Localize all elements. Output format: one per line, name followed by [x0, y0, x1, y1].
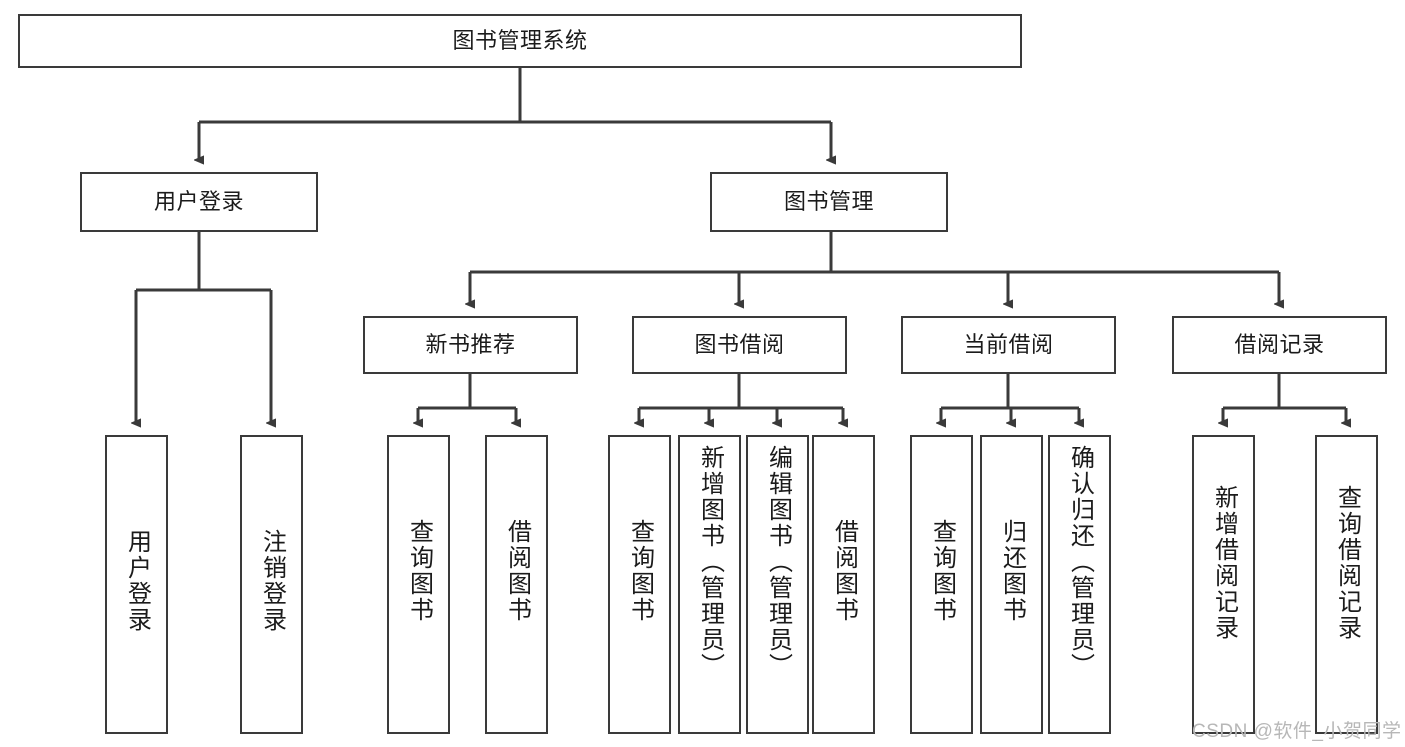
leaf-add-borrow-record-label: 新增借阅记录	[1210, 485, 1238, 641]
leaf-add-book-admin-label: 新增图书（管理员）	[696, 445, 724, 679]
leaf-query-book-1-label: 查询图书	[405, 519, 433, 623]
leaf-confirm-return-admin-label: 确认归还（管理员）	[1066, 445, 1094, 679]
node-current-borrow-label: 当前借阅	[963, 332, 1054, 358]
leaf-query-book-2[interactable]: 查询图书	[608, 435, 671, 734]
leaf-borrow-book-2-label: 借阅图书	[830, 519, 858, 623]
leaf-query-book-3-label: 查询图书	[928, 519, 956, 623]
leaf-logout-label: 注销登录	[258, 529, 286, 633]
node-new-book-recommend-label: 新书推荐	[425, 332, 516, 358]
leaf-borrow-book-1-label: 借阅图书	[503, 519, 531, 623]
leaf-borrow-book-2[interactable]: 借阅图书	[812, 435, 875, 734]
node-book-manage[interactable]: 图书管理	[710, 172, 948, 232]
leaf-query-borrow-record[interactable]: 查询借阅记录	[1315, 435, 1378, 734]
node-book-borrow[interactable]: 图书借阅	[632, 316, 847, 374]
node-book-borrow-label: 图书借阅	[694, 332, 785, 358]
leaf-logout[interactable]: 注销登录	[240, 435, 303, 734]
csdn-watermark: CSDN @软件_小贺同学	[1192, 721, 1402, 742]
leaf-edit-book-admin[interactable]: 编辑图书（管理员）	[746, 435, 809, 734]
leaf-return-book[interactable]: 归还图书	[980, 435, 1043, 734]
leaf-user-login[interactable]: 用户登录	[105, 435, 168, 734]
leaf-add-book-admin[interactable]: 新增图书（管理员）	[678, 435, 741, 734]
leaf-add-borrow-record[interactable]: 新增借阅记录	[1192, 435, 1255, 734]
node-current-borrow[interactable]: 当前借阅	[901, 316, 1116, 374]
leaf-borrow-book-1[interactable]: 借阅图书	[485, 435, 548, 734]
node-user-login-label: 用户登录	[153, 189, 244, 215]
node-root[interactable]: 图书管理系统	[18, 14, 1022, 68]
node-user-login[interactable]: 用户登录	[80, 172, 318, 232]
node-borrow-record-label: 借阅记录	[1234, 332, 1325, 358]
node-root-label: 图书管理系统	[452, 28, 588, 54]
leaf-query-borrow-record-label: 查询借阅记录	[1333, 485, 1361, 641]
leaf-confirm-return-admin[interactable]: 确认归还（管理员）	[1048, 435, 1111, 734]
leaf-query-book-1[interactable]: 查询图书	[387, 435, 450, 734]
node-new-book-recommend[interactable]: 新书推荐	[363, 316, 578, 374]
leaf-edit-book-admin-label: 编辑图书（管理员）	[764, 445, 792, 679]
leaf-query-book-3[interactable]: 查询图书	[910, 435, 973, 734]
leaf-return-book-label: 归还图书	[998, 519, 1026, 623]
leaf-query-book-2-label: 查询图书	[626, 519, 654, 623]
node-borrow-record[interactable]: 借阅记录	[1172, 316, 1387, 374]
node-book-manage-label: 图书管理	[783, 189, 874, 215]
leaf-user-login-label: 用户登录	[123, 529, 151, 633]
